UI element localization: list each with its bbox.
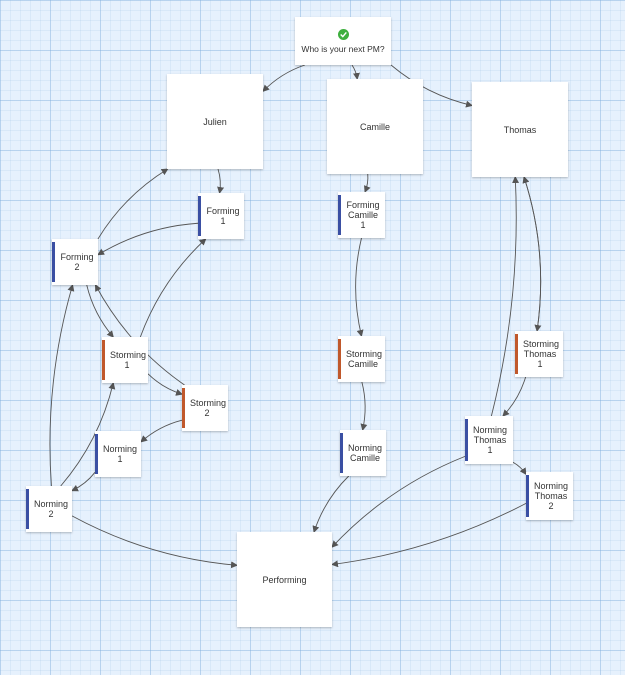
connector-arrow[interactable]: [364, 173, 371, 193]
stage-color-bar: [26, 489, 29, 529]
stage-label: Norming Thomas 1: [473, 425, 508, 455]
stage-label: Norming 2: [34, 499, 69, 519]
stage-card-norming-thomas-1[interactable]: Norming Thomas 1: [465, 416, 513, 464]
stage-color-bar: [515, 334, 518, 374]
connector-arrow[interactable]: [502, 376, 527, 417]
stage-color-bar: [95, 434, 98, 474]
stage-label: Forming Camille 1: [346, 200, 380, 230]
stage-card-storming-thomas-1[interactable]: Storming Thomas 1: [515, 331, 563, 377]
stage-card-storming-1[interactable]: Storming 1: [102, 337, 148, 383]
connector-arrow[interactable]: [262, 64, 305, 93]
checkmark-icon: [337, 28, 349, 40]
connector-arrow[interactable]: [97, 168, 169, 240]
connector-arrow[interactable]: [512, 461, 527, 476]
root-question-card[interactable]: Who is your next PM?: [295, 17, 391, 65]
stage-label: Norming 1: [103, 444, 138, 464]
candidate-card-thomas[interactable]: Thomas: [472, 82, 568, 177]
stage-color-bar: [102, 340, 105, 380]
stage-label: Storming 2: [190, 398, 227, 418]
stage-color-bar: [338, 339, 341, 379]
stage-label: Storming 1: [110, 350, 147, 370]
stage-color-bar: [52, 242, 55, 282]
connector-arrow[interactable]: [490, 176, 520, 417]
connector-arrow[interactable]: [71, 515, 238, 569]
connector-arrow[interactable]: [49, 284, 75, 487]
stage-card-storming-camille[interactable]: Storming Camille: [338, 336, 385, 382]
candidate-card-camille[interactable]: Camille: [327, 79, 423, 174]
stage-label: Norming Thomas 2: [534, 481, 569, 511]
stage-card-norming-2[interactable]: Norming 2: [26, 486, 72, 532]
connector-arrow[interactable]: [86, 284, 114, 338]
connector-arrow[interactable]: [355, 237, 364, 337]
stage-color-bar: [465, 419, 468, 461]
stage-label: Norming Camille: [348, 443, 383, 463]
stage-label: Forming 1: [206, 206, 240, 226]
final-label: Performing: [262, 574, 307, 585]
connector-arrow[interactable]: [139, 238, 207, 338]
stage-color-bar: [340, 433, 343, 473]
stage-color-bar: [338, 195, 341, 235]
connector-arrow[interactable]: [522, 176, 542, 332]
stage-card-norming-camille[interactable]: Norming Camille: [340, 430, 386, 476]
connector-arrow[interactable]: [523, 176, 542, 332]
root-question-label: Who is your next PM?: [301, 43, 385, 54]
connector-arrow[interactable]: [147, 373, 183, 396]
stage-color-bar: [182, 388, 185, 428]
stage-color-bar: [198, 196, 201, 236]
stage-label: Forming 2: [60, 252, 94, 272]
stage-label: Storming Camille: [346, 349, 383, 369]
stage-label: Storming Thomas 1: [523, 339, 560, 369]
stage-color-bar: [526, 475, 529, 517]
connector-arrow[interactable]: [331, 503, 527, 568]
stage-card-norming-thomas-2[interactable]: Norming Thomas 2: [526, 472, 573, 520]
stage-card-forming-1[interactable]: Forming 1: [198, 193, 244, 239]
stage-card-forming-2[interactable]: Forming 2: [52, 239, 98, 285]
connector-arrow[interactable]: [351, 64, 360, 80]
stage-card-storming-2[interactable]: Storming 2: [182, 385, 228, 431]
connector-arrow[interactable]: [97, 222, 199, 256]
candidate-label: Julien: [203, 116, 227, 127]
stage-card-forming-camille-1[interactable]: Forming Camille 1: [338, 192, 385, 238]
final-card-performing[interactable]: Performing: [237, 532, 332, 627]
connector-arrow[interactable]: [360, 381, 368, 431]
connector-arrow[interactable]: [140, 419, 183, 443]
connector-arrow[interactable]: [71, 472, 96, 492]
connector-arrow[interactable]: [312, 475, 350, 533]
connector-arrow[interactable]: [217, 168, 225, 194]
candidate-label: Thomas: [503, 124, 537, 135]
candidate-card-julien[interactable]: Julien: [167, 74, 263, 169]
stage-card-norming-1[interactable]: Norming 1: [95, 431, 141, 477]
candidate-label: Camille: [359, 121, 390, 132]
